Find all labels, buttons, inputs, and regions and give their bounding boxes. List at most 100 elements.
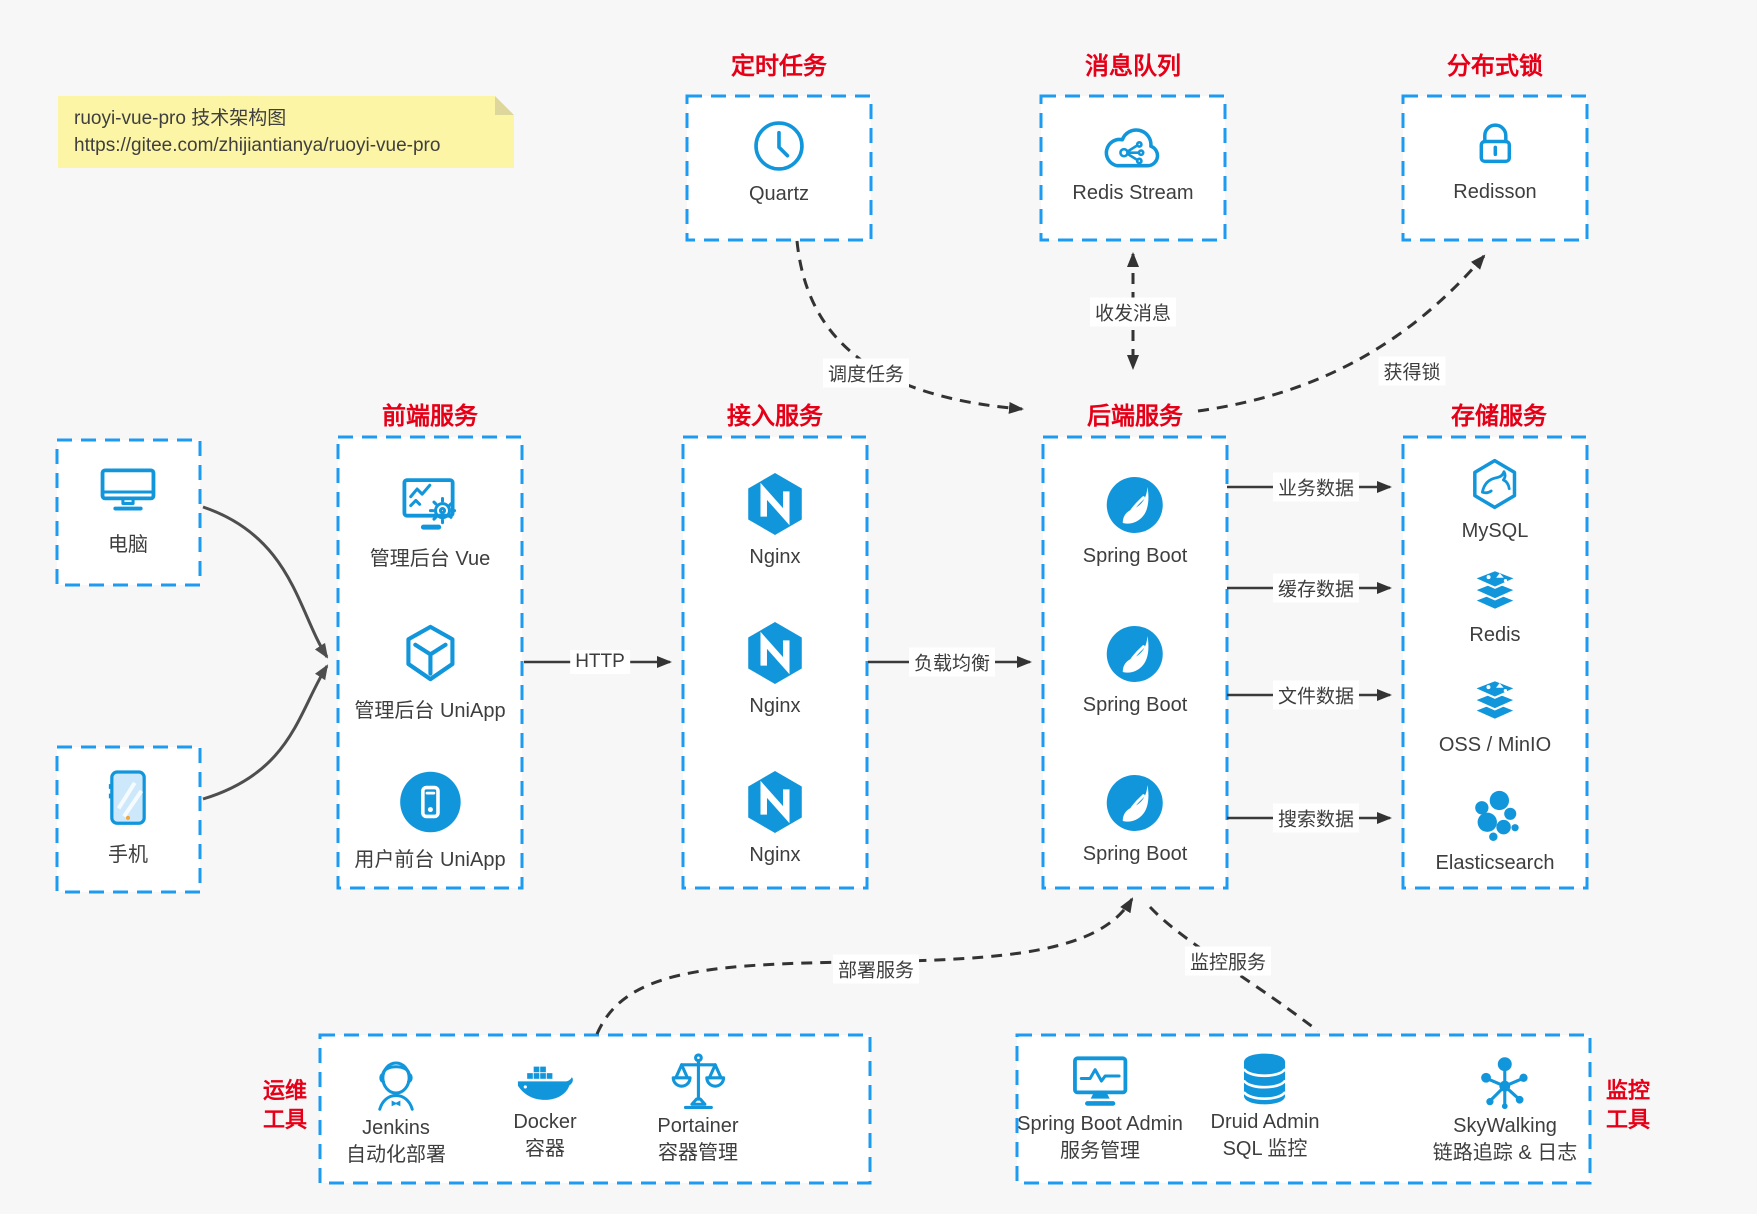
edge-label-schedule-task: 调度任务 <box>822 358 910 388</box>
edge-label-http: HTTP <box>570 650 630 674</box>
jenkins-label: Jenkins <box>362 1117 430 1139</box>
uniapp-cube-icon <box>397 620 463 686</box>
ops-label-line2: 工具 <box>262 1107 307 1132</box>
edge-monitor-service <box>1148 905 1319 1033</box>
title-message-queue: 消息队列 <box>1085 53 1181 80</box>
edge-pc-to-frontend <box>202 505 329 659</box>
distributed-lock-box <box>1401 94 1589 242</box>
title-access-services: 接入服务 <box>727 403 823 430</box>
edge-label-send-receive: 收发消息 <box>1089 297 1177 327</box>
skywalking-node: SkyWalking 链路追踪 & 日志 <box>1433 1050 1577 1166</box>
note-url: https://gitee.com/zhijiantianya/ruoyi-vu… <box>74 135 441 156</box>
mysql-node: MySQL <box>1461 456 1529 543</box>
clock-icon <box>750 117 808 175</box>
edge-label-load-balance: 负载均衡 <box>908 647 996 677</box>
desktop-icon <box>97 464 159 520</box>
redisson-label: Redisson <box>1453 181 1537 203</box>
mysql-label: MySQL <box>1461 520 1529 542</box>
lock-icon <box>1467 117 1523 173</box>
sticky-note: ruoyi-vue-pro 技术架构图 https://gitee.com/zh… <box>58 96 514 168</box>
title-frontend-services: 前端服务 <box>382 403 478 430</box>
jenkins-icon <box>366 1052 426 1114</box>
pc-client-node: 电脑 <box>97 464 159 557</box>
ops-label-line1: 运维 <box>262 1078 307 1103</box>
redis-stream-label: Redis Stream <box>1072 182 1194 204</box>
admin-vue-label: 管理后台 Vue <box>369 548 491 570</box>
nginx-icon <box>744 470 806 538</box>
spring-boot-label-3: Spring Boot <box>1082 843 1188 865</box>
storage-services-box <box>1401 435 1589 890</box>
phone-client-label: 手机 <box>108 844 148 866</box>
title-backend-services: 后端服务 <box>1087 403 1183 430</box>
skywalking-icon <box>1474 1050 1536 1112</box>
nginx-node-1: Nginx <box>744 470 806 569</box>
portainer-node: Portainer 容器管理 <box>657 1050 739 1166</box>
user-uniapp-label: 用户前台 UniApp <box>354 849 506 871</box>
redis-stack-icon <box>1467 564 1523 616</box>
cloud-network-icon <box>1100 122 1166 174</box>
monitor-tools-side-label: 监控 工具 <box>1606 1076 1650 1134</box>
user-uniapp-node: 用户前台 UniApp <box>354 769 506 872</box>
nginx-icon <box>744 768 806 836</box>
edge-label-business-data: 业务数据 <box>1272 472 1360 502</box>
spring-boot-admin-label: Spring Boot Admin <box>1017 1113 1183 1135</box>
edge-label-monitor-service: 监控服务 <box>1184 946 1272 976</box>
docker-desc: 容器 <box>525 1138 565 1160</box>
spring-boot-node-1: Spring Boot <box>1082 473 1188 568</box>
jenkins-desc: 自动化部署 <box>346 1144 446 1166</box>
spring-boot-label-2: Spring Boot <box>1082 694 1188 716</box>
message-queue-box <box>1039 94 1227 242</box>
oss-minio-label: OSS / MinIO <box>1438 734 1552 756</box>
portainer-label: Portainer <box>657 1115 739 1137</box>
redis-label: Redis <box>1469 624 1521 646</box>
redis-stack-icon <box>1467 674 1523 726</box>
docker-node: Docker 容器 <box>513 1056 577 1162</box>
edge-label-acquire-lock: 获得锁 <box>1378 356 1446 386</box>
edge-label-deploy-service: 部署服务 <box>832 954 920 984</box>
redis-stream-node: Redis Stream <box>1072 122 1194 205</box>
portainer-scales-icon <box>667 1050 729 1112</box>
monitor-label-line2: 工具 <box>1606 1107 1651 1132</box>
admin-uniapp-label: 管理后台 UniApp <box>354 700 506 722</box>
spring-boot-node-2: Spring Boot <box>1082 622 1188 717</box>
admin-vue-node: 管理后台 Vue <box>370 472 490 571</box>
skywalking-desc: 链路追踪 & 日志 <box>1432 1142 1578 1164</box>
docker-icon <box>513 1056 577 1108</box>
admin-uniapp-node: 管理后台 UniApp <box>354 620 506 723</box>
edge-acquire-lock <box>1197 254 1486 413</box>
edge-label-search-data: 搜索数据 <box>1272 803 1360 833</box>
elasticsearch-label: Elasticsearch <box>1435 852 1555 874</box>
skywalking-label: SkyWalking <box>1453 1115 1557 1137</box>
edge-label-cache-data: 缓存数据 <box>1272 573 1360 603</box>
elasticsearch-node: Elasticsearch <box>1435 786 1555 875</box>
nginx-node-3: Nginx <box>744 768 806 867</box>
monitor-chart-icon <box>1068 1052 1132 1110</box>
portainer-desc: 容器管理 <box>658 1142 738 1164</box>
pc-client-label: 电脑 <box>108 534 148 556</box>
note-title: ruoyi-vue-pro 技术架构图 <box>74 108 287 129</box>
edge-phone-to-frontend <box>202 664 329 801</box>
nginx-label-1: Nginx <box>749 546 801 568</box>
edge-schedule-task <box>795 240 1024 414</box>
admin-vue-icon <box>397 472 463 534</box>
spring-boot-label-1: Spring Boot <box>1082 545 1188 567</box>
spring-boot-icon <box>1103 622 1167 686</box>
title-scheduled-tasks: 定时任务 <box>731 53 827 80</box>
nginx-label-3: Nginx <box>749 844 801 866</box>
quartz-node: Quartz <box>749 117 809 206</box>
database-icon <box>1236 1050 1294 1108</box>
edge-deploy-service <box>595 897 1134 1035</box>
jenkins-node: Jenkins 自动化部署 <box>346 1052 446 1168</box>
phone-client-node: 手机 <box>100 768 156 867</box>
ops-tools-side-label: 运维 工具 <box>227 1076 307 1134</box>
edge-label-file-data: 文件数据 <box>1272 680 1360 710</box>
druid-admin-node: Druid Admin SQL 监控 <box>1211 1050 1319 1162</box>
smartphone-icon <box>100 768 156 830</box>
pc-client-box <box>55 438 202 587</box>
nginx-node-2: Nginx <box>744 619 806 718</box>
oss-minio-node: OSS / MinIO <box>1439 674 1551 757</box>
spring-boot-icon <box>1103 771 1167 835</box>
monitor-label-line1: 监控 <box>1606 1078 1651 1103</box>
spring-boot-admin-desc: 服务管理 <box>1060 1140 1140 1162</box>
